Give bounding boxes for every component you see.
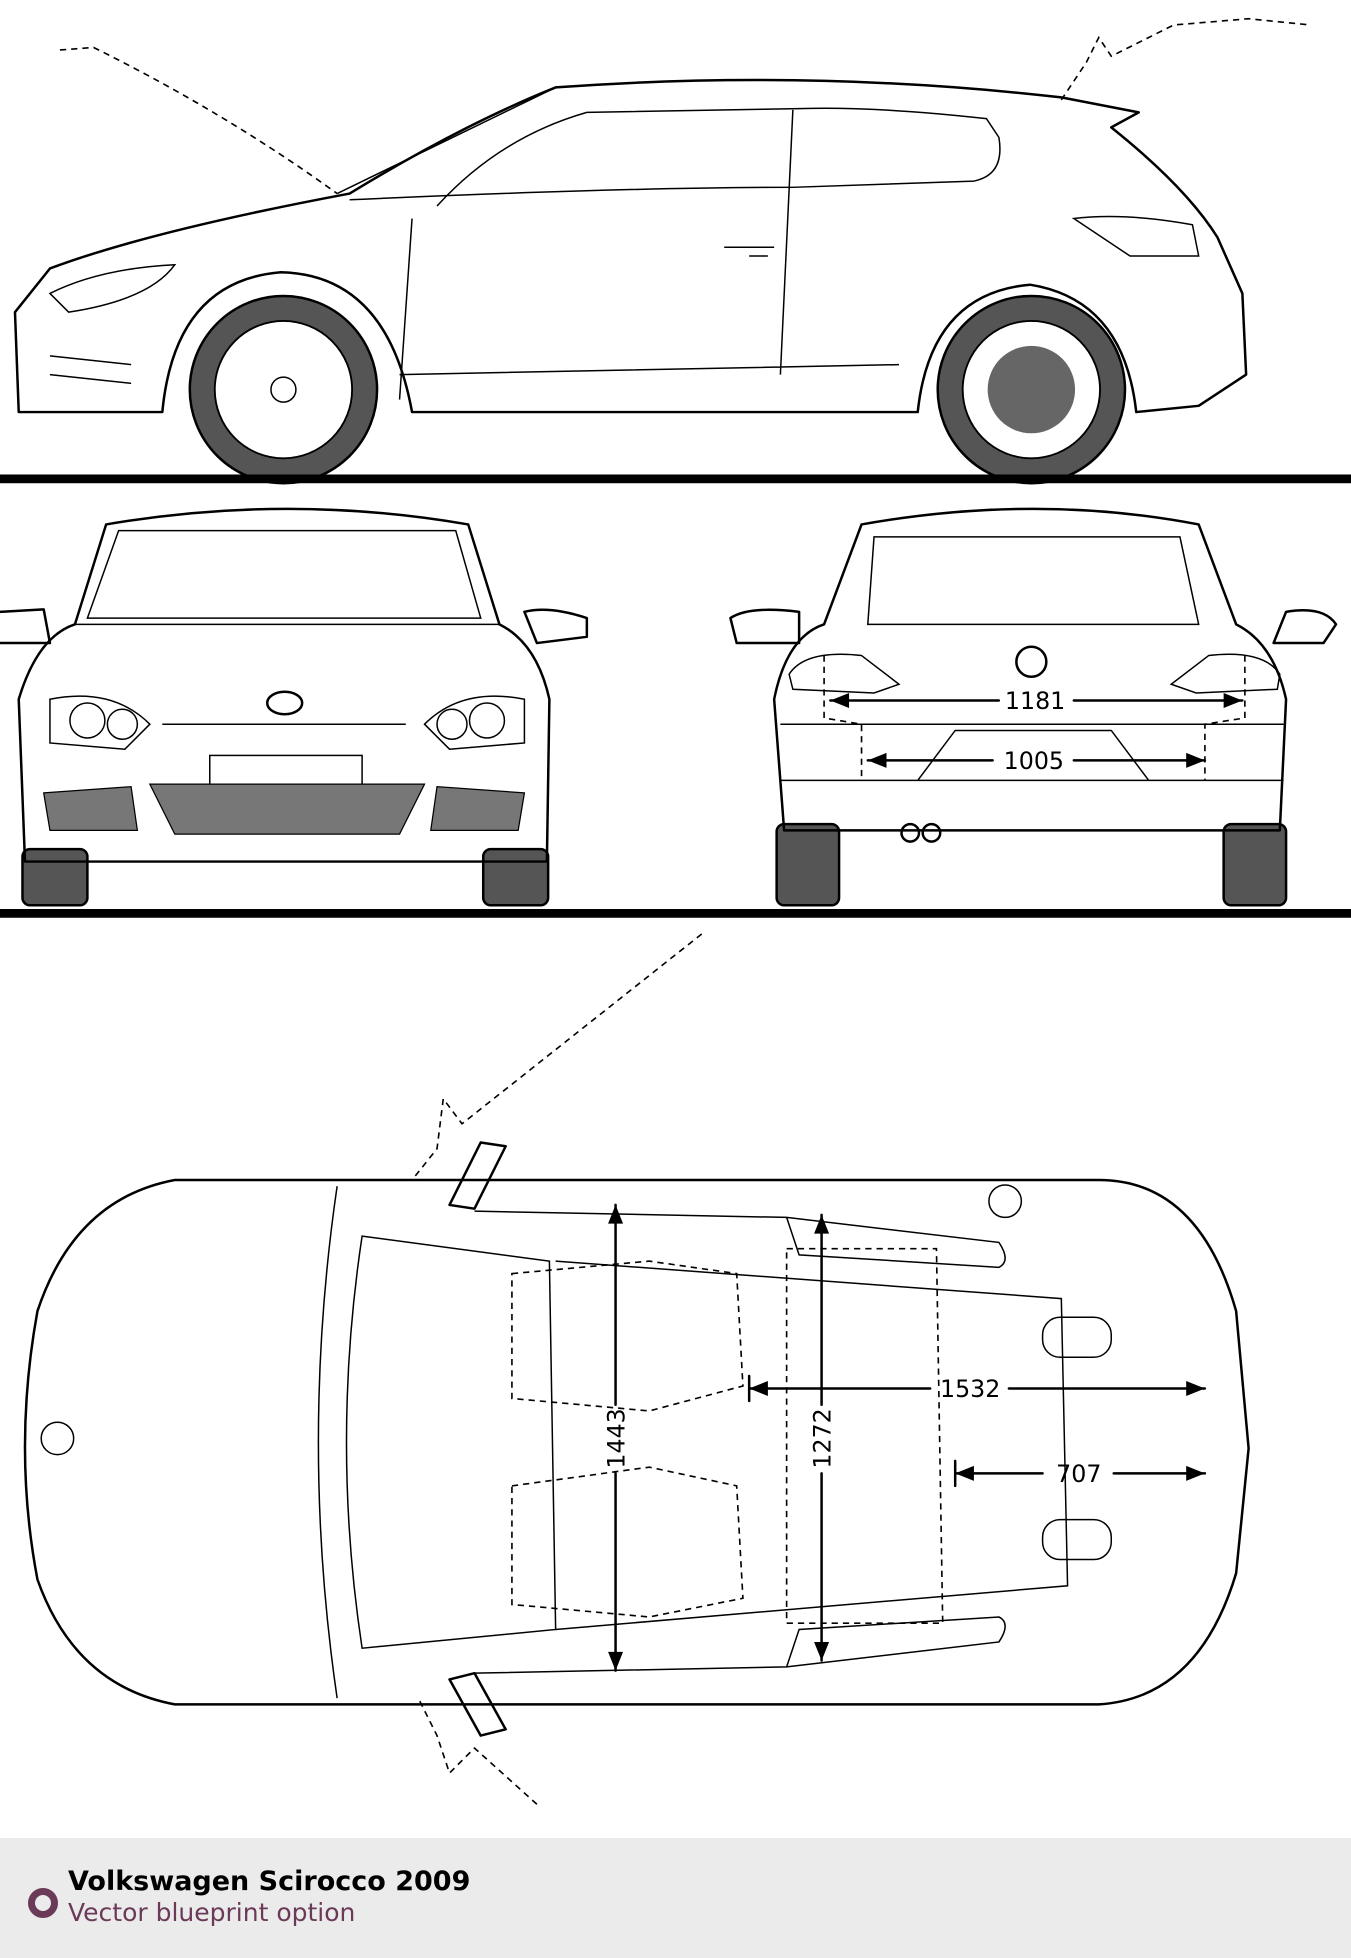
side-view: [0, 17, 1351, 485]
blueprint-drawing: 1181 1005 1443 1272 1532 707: [0, 17, 1351, 1805]
top-view: 1443 1272 1532 707: [23, 933, 1250, 1805]
dim-1443: 1443: [602, 1408, 630, 1468]
blueprint-title: Volkswagen Scirocco 2009: [68, 1866, 471, 1897]
caption-footer: Volkswagen Scirocco 2009 Vector blueprin…: [0, 1838, 1351, 1958]
vw-logo-icon: [40, 1421, 75, 1456]
dim-1005: 1005: [1004, 747, 1064, 775]
ground-line: [0, 909, 1351, 918]
dim-1181: 1181: [1005, 687, 1065, 715]
ring-icon: [28, 1888, 58, 1918]
blueprint-subtitle: Vector blueprint option: [68, 1898, 356, 1927]
dim-707: 707: [1056, 1460, 1101, 1488]
dim-1532: 1532: [940, 1375, 1000, 1403]
rear-view: 1181 1005: [0, 507, 1351, 918]
dim-1272: 1272: [808, 1408, 836, 1468]
ground-line: [0, 474, 1351, 484]
vw-logo-icon: [1015, 645, 1048, 679]
front-view: [0, 507, 589, 907]
